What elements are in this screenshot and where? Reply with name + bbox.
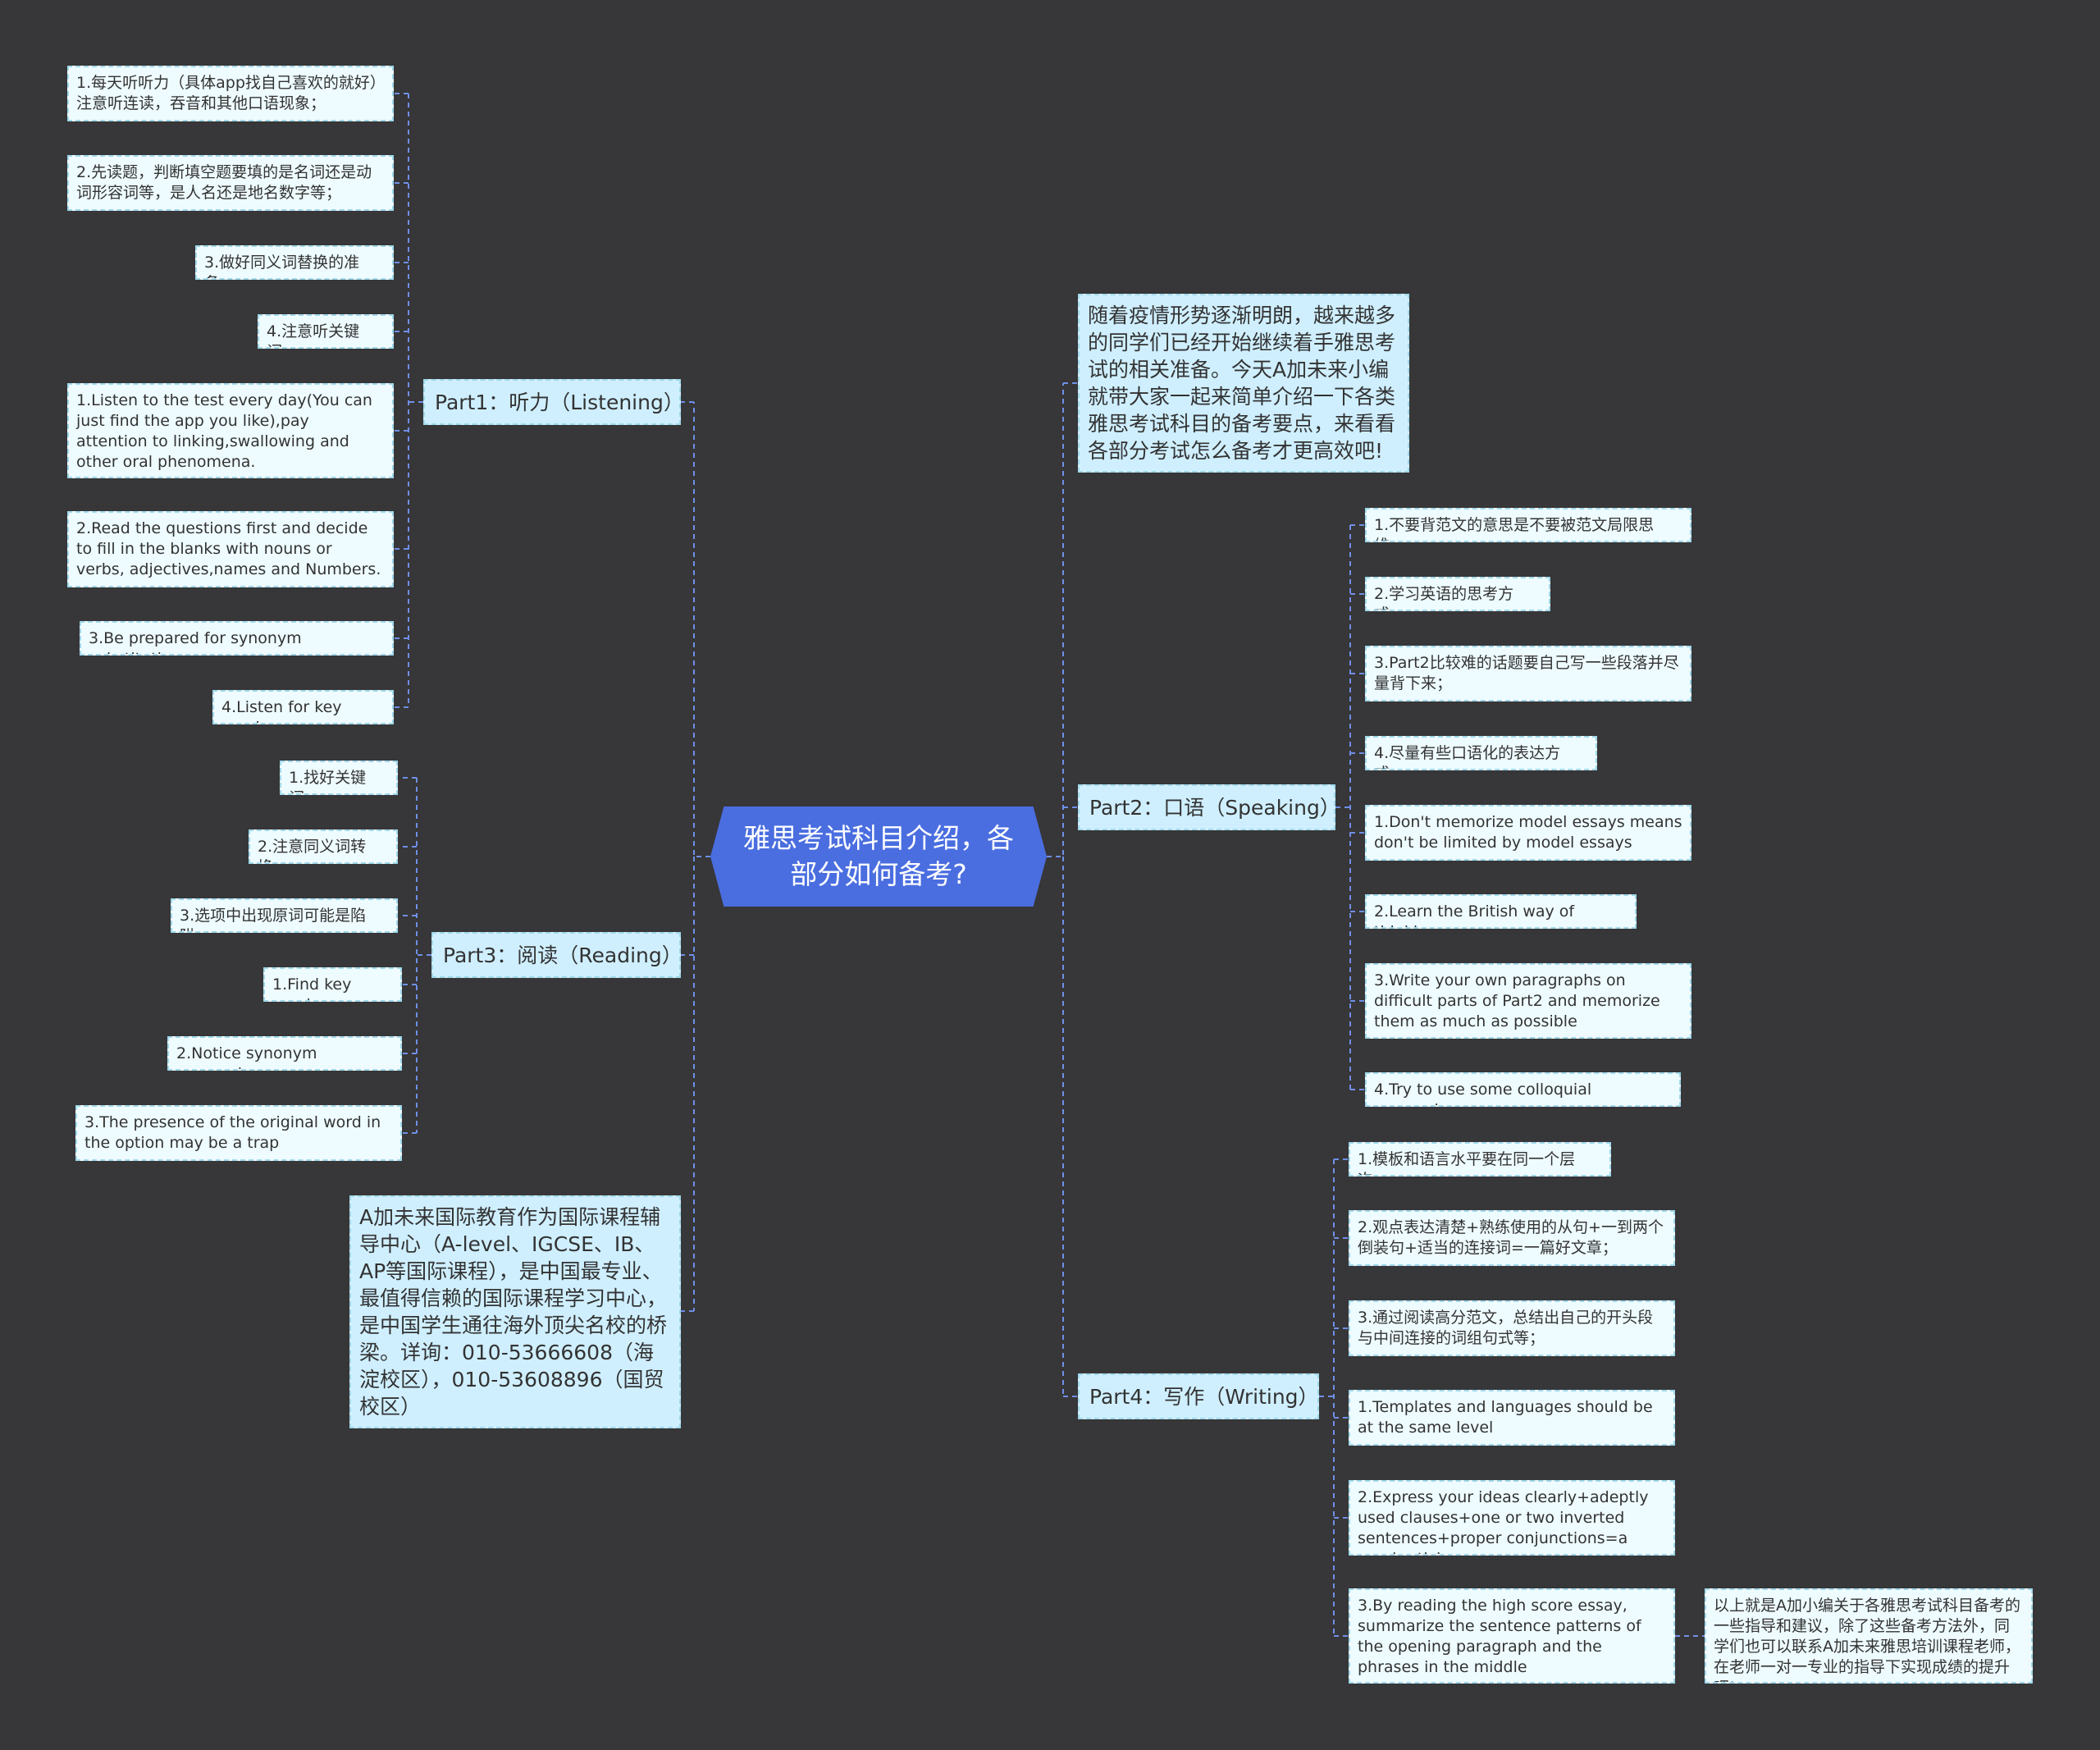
leaf-part1-1[interactable]: 1.每天听听力（具体app找自己喜欢的就好）注意听连读，吞音和其他口语现象； [67, 66, 394, 121]
connector-part2-trunk [1335, 525, 1351, 1090]
leaf-part2-7[interactable]: 3.Write your own paragraphs on difficult… [1365, 963, 1691, 1039]
connector-part3-trunk [416, 778, 431, 1133]
leaf-part1-5[interactable]: 1.Listen to the test every day(You can j… [67, 383, 394, 478]
leaf-part2-3[interactable]: 3.Part2比较难的话题要自己写一些段落并尽量背下来； [1365, 646, 1691, 701]
leaf-part1-8[interactable]: 4.Listen for key words. [212, 690, 394, 724]
leaf-part1-7[interactable]: 3.Be prepared for synonym substitution. [80, 621, 394, 656]
conclusion-note[interactable]: 以上就是A加小编关于各雅思考试科目备考的一些指导和建议，除了这些备考方法外，同学… [1705, 1588, 2033, 1684]
connector-root-right [1047, 383, 1064, 1396]
leaf-part3-4[interactable]: 1.Find key words [263, 967, 402, 1002]
leaf-part1-2[interactable]: 2.先读题，判断填空题要填的是名词还是动词形容词等，是人名还是地名数字等； [67, 155, 394, 211]
root-node[interactable]: 雅思考试科目介绍，各部分如何备考? [710, 806, 1047, 907]
leaf-part3-6[interactable]: 3.The presence of the original word in t… [75, 1105, 402, 1161]
branch-part4-writing[interactable]: Part4：写作（Writing） [1078, 1373, 1319, 1419]
leaf-part3-5[interactable]: 2.Notice synonym conversion [167, 1036, 402, 1071]
leaf-part3-2[interactable]: 2.注意同义词转换； [249, 829, 398, 864]
leaf-part2-1[interactable]: 1.不要背范文的意思是不要被范文局限思维； [1365, 508, 1691, 542]
about-note[interactable]: A加未来国际教育作为国际课程辅导中心（A-level、IGCSE、IB、AP等国… [349, 1195, 681, 1428]
intro-note[interactable]: 随着疫情形势逐渐明朗，越来越多的同学们已经开始继续着手雅思考试的相关准备。今天A… [1078, 294, 1409, 473]
leaf-part3-1[interactable]: 1.找好关键词； [280, 761, 398, 795]
connector-root-left [693, 402, 710, 1311]
leaf-part4-5[interactable]: 2.Express your ideas clearly+adeptly use… [1349, 1480, 1675, 1556]
leaf-part2-5[interactable]: 1.Don't memorize model essays means don'… [1365, 805, 1691, 861]
leaf-part2-4[interactable]: 4.尽量有些口语化的表达方式； [1365, 736, 1597, 770]
leaf-part3-3[interactable]: 3.选项中出现原词可能是陷阱； [171, 898, 398, 933]
leaf-part4-6[interactable]: 3.By reading the high score essay, summa… [1349, 1588, 1675, 1684]
leaf-part4-4[interactable]: 1.Templates and languages should be at t… [1349, 1390, 1675, 1446]
branch-part2-speaking[interactable]: Part2：口语（Speaking） [1078, 784, 1335, 830]
leaf-part1-4[interactable]: 4.注意听关键词； [258, 314, 394, 349]
leaf-part2-6[interactable]: 2.Learn the British way of thinking [1365, 894, 1637, 929]
leaf-part2-2[interactable]: 2.学习英语的思考方式； [1365, 577, 1550, 611]
leaf-part1-3[interactable]: 3.做好同义词替换的准备； [195, 245, 394, 280]
connector-part4-trunk [1319, 1159, 1335, 1636]
branch-part3-reading[interactable]: Part3：阅读（Reading） [431, 932, 681, 978]
leaf-part1-6[interactable]: 2.Read the questions first and decide to… [67, 511, 394, 587]
leaf-part2-8[interactable]: 4.Try to use some colloquial expressions [1365, 1072, 1681, 1107]
leaf-part4-1[interactable]: 1.模板和语言水平要在同一个层次； [1349, 1142, 1611, 1177]
leaf-part4-2[interactable]: 2.观点表达清楚+熟练使用的从句+一到两个倒装句+适当的连接词=一篇好文章； [1349, 1210, 1675, 1266]
leaf-part4-3[interactable]: 3.通过阅读高分范文，总结出自己的开头段与中间连接的词组句式等； [1349, 1300, 1675, 1356]
branch-part1-listening[interactable]: Part1：听力（Listening） [423, 379, 681, 425]
connector-part1-trunk [408, 94, 423, 707]
root-title: 雅思考试科目介绍，各部分如何备考? [743, 822, 1014, 890]
